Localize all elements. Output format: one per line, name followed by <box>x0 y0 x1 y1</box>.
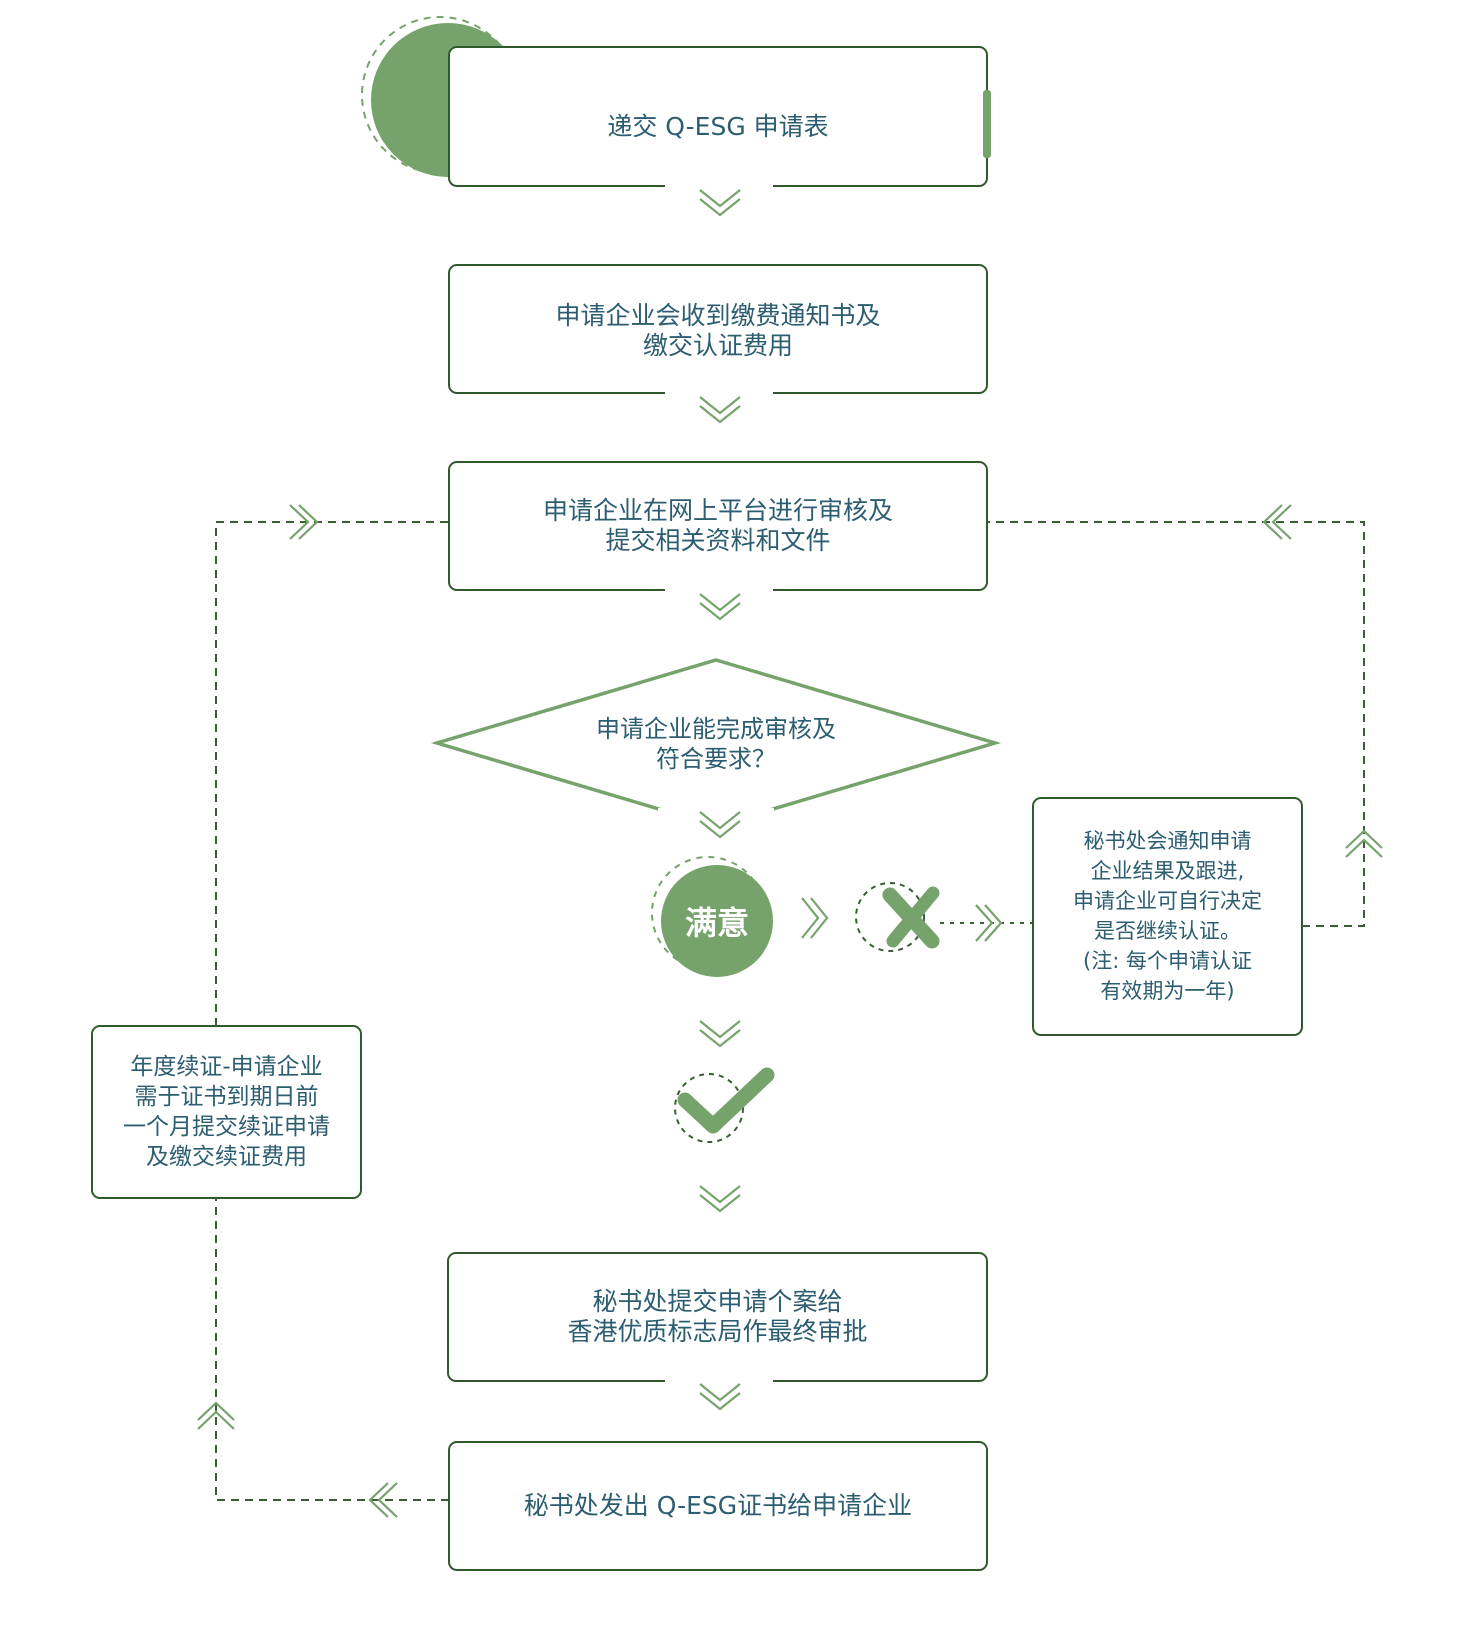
fail-note-line2: 企业结果及跟进, <box>1090 859 1245 883</box>
step-box-issue-certificate <box>448 1441 988 1571</box>
arrow-left-icon <box>368 1482 398 1518</box>
renewal-note-line4: 及缴交续证费用 <box>146 1144 307 1170</box>
decision-text: 申请企业能完成审核及 符合要求？ <box>520 712 912 776</box>
arrow-down-icon <box>699 811 741 839</box>
arrow-down-icon <box>699 1383 741 1411</box>
step-payment: 申请企业会收到缴费通知书及 缴交认证费用 <box>449 299 987 363</box>
step-final-approval-line1: 秘书处提交申请个案给 <box>592 1287 843 1316</box>
arrow-up-icon <box>197 1401 235 1430</box>
fail-note-line1: 秘书处会通知申请 <box>1083 829 1252 853</box>
step-payment-line2: 缴交认证费用 <box>642 331 793 360</box>
decision-line2: 符合要求？ <box>656 745 776 773</box>
step-online-review: 申请企业在网上平台进行审核及 提交相关资料和文件 <box>449 494 987 558</box>
retry-loop-connector <box>987 521 1365 927</box>
arrow-down-icon <box>699 593 741 621</box>
arrow-up-icon <box>1345 829 1383 858</box>
arrow-down-icon <box>699 189 741 217</box>
step-issue-certificate-line1: 秘书处发出 Q-ESG证书给申请企业 <box>523 1491 913 1520</box>
step-issue-certificate: 秘书处发出 Q-ESG证书给申请企业 <box>449 1476 987 1536</box>
step-submit-form-line1: 递交 Q-ESG 申请表 <box>607 112 829 141</box>
renewal-loop-connector <box>215 521 449 1501</box>
arrow-down-icon <box>699 396 741 424</box>
check-mark-icon <box>674 1067 775 1143</box>
fail-note-line4: 是否继续认证。 <box>1094 919 1241 943</box>
step-submit-form: 递交 Q-ESG 申请表 <box>449 97 987 157</box>
renewal-note-box <box>91 1025 362 1199</box>
renewal-note-line3: 一个月提交续证申请 <box>123 1114 330 1140</box>
step-online-review-line1: 申请企业在网上平台进行审核及 <box>542 496 893 525</box>
decision-line1: 申请企业能完成审核及 <box>596 715 836 743</box>
step-online-review-line2: 提交相关资料和文件 <box>605 526 831 555</box>
satisfied-label: 满意 <box>684 904 749 942</box>
renewal-note-line1: 年度续证-申请企业 <box>130 1054 323 1080</box>
arrow-right-icon <box>289 504 319 540</box>
arrow-left-icon <box>1262 504 1292 540</box>
fail-note-line3: 申请企业可自行决定 <box>1073 889 1262 913</box>
start-tab-icon <box>983 90 991 158</box>
fail-note-box <box>1032 797 1303 1036</box>
cross-icon <box>855 882 940 952</box>
renewal-note-line2: 需于证书到期日前 <box>134 1084 319 1110</box>
renewal-note-text: 年度续证-申请企业 需于证书到期日前 一个月提交续证申请 及缴交续证费用 <box>92 1050 361 1174</box>
step-payment-line1: 申请企业会收到缴费通知书及 <box>555 301 881 330</box>
fail-note-text: 秘书处会通知申请 企业结果及跟进, 申请企业可自行决定 是否继续认证。 (注: … <box>1033 823 1302 1009</box>
step-final-approval: 秘书处提交申请个案给 香港优质标志局作最终审批 <box>448 1285 987 1349</box>
fail-note-line5: (注: 每个申请认证 <box>1083 949 1252 973</box>
arrow-down-icon <box>699 1185 741 1213</box>
fail-note-line6: 有效期为一年) <box>1100 979 1235 1003</box>
arrow-right-icon <box>975 904 1003 942</box>
arrow-right-icon <box>801 897 829 939</box>
step-final-approval-line2: 香港优质标志局作最终审批 <box>567 1317 868 1346</box>
satisfied-circle-icon <box>651 856 773 977</box>
arrow-down-icon <box>699 1020 741 1048</box>
